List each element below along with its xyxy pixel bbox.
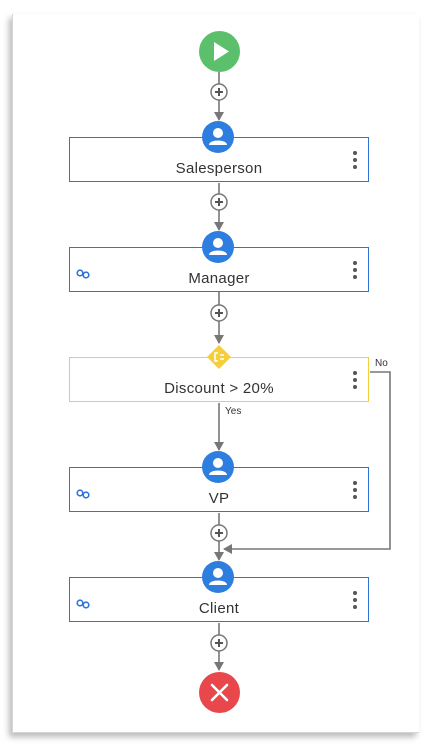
plus-icon <box>210 304 228 322</box>
more-options-icon[interactable] <box>351 591 359 611</box>
connector-no-branch <box>223 371 391 554</box>
node-label: VP <box>208 490 230 507</box>
link-icon[interactable] <box>76 599 90 609</box>
branch-no-label: No <box>375 358 388 369</box>
add-step-button-4[interactable] <box>210 524 228 542</box>
node-label: Client <box>198 600 240 617</box>
plus-icon <box>210 634 228 652</box>
start-button[interactable] <box>199 31 240 72</box>
person-icon <box>202 231 234 263</box>
node-label: Salesperson <box>175 160 263 177</box>
close-icon <box>199 672 240 713</box>
plus-icon <box>210 83 228 101</box>
plus-icon <box>210 193 228 211</box>
link-icon[interactable] <box>76 269 90 279</box>
add-step-button-2[interactable] <box>210 193 228 211</box>
end-button[interactable] <box>199 672 240 713</box>
branch-yes-label: Yes <box>225 406 242 417</box>
plus-icon <box>210 524 228 542</box>
more-options-icon[interactable] <box>351 371 359 391</box>
add-step-button-5[interactable] <box>210 634 228 652</box>
condition-icon <box>207 345 231 369</box>
add-step-button-1[interactable] <box>210 83 228 101</box>
more-options-icon[interactable] <box>351 481 359 501</box>
person-icon <box>202 451 234 483</box>
add-step-button-3[interactable] <box>210 304 228 322</box>
node-label: Manager <box>188 270 250 287</box>
play-icon <box>199 31 240 72</box>
link-icon[interactable] <box>76 489 90 499</box>
person-icon <box>202 121 234 153</box>
node-label: Discount > 20% <box>164 380 274 397</box>
more-options-icon[interactable] <box>351 261 359 281</box>
more-options-icon[interactable] <box>351 151 359 171</box>
person-icon <box>202 561 234 593</box>
